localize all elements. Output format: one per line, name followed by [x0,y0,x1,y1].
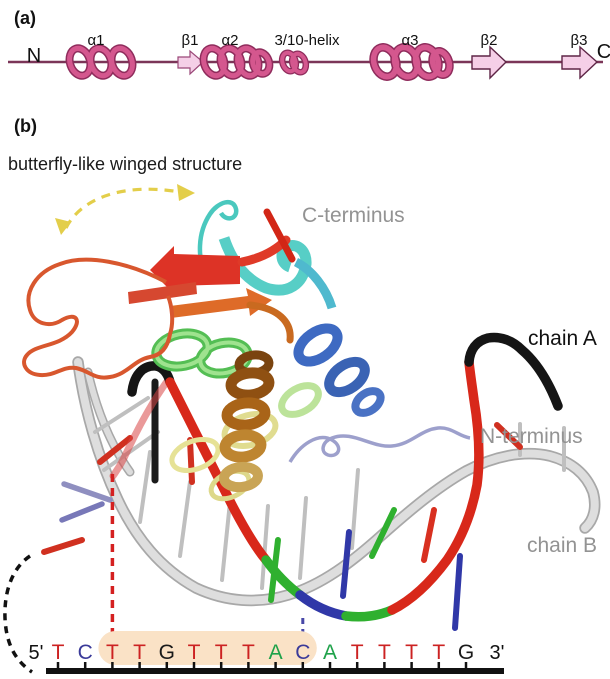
base-letter: C [78,641,93,664]
winged-beta-sheet [22,235,294,380]
panel-a-label: (a) [14,8,36,28]
n-terminus-label: N-terminus [480,425,583,448]
c-terminus-label: C-terminus [302,204,405,227]
chain-b-label: chain B [527,534,597,557]
base-letter: G [159,641,175,664]
strand-beta1 [177,49,204,76]
panel-b-structure: (b) butterfly-like winged structure [3,116,601,674]
dna-chain-b [59,356,601,607]
label-310helix: 3/10-helix [274,32,340,49]
strand-beta2 [471,45,508,80]
helix-alpha2 [199,44,274,80]
n-terminal-label: N [27,45,41,67]
c-terminal-label: C [597,41,610,63]
alpha3-recognition-helix [219,350,275,493]
label-alpha2: α2 [221,32,238,49]
helix-alpha1 [65,44,137,80]
label-alpha1: α1 [87,32,104,49]
label-beta3: β3 [571,32,588,49]
base-letter: T [133,641,146,664]
red-arrow-strand [150,246,240,294]
base-letter: T [351,641,364,664]
base-letter: A [323,641,337,664]
base-letter: G [458,641,474,664]
base-letter: A [269,641,283,664]
c-terminus-stick [263,208,296,263]
dashed-bracket [3,554,33,674]
base-letter: T [106,641,119,664]
strand-beta3 [561,45,599,80]
three-prime-label: 3' [490,642,505,664]
red-strand-band [128,282,197,304]
helix-310 [278,49,310,76]
n-terminal-coil [288,426,471,463]
base-letter: T [215,641,228,664]
panel-b-label: (b) [14,116,37,136]
panel-a-topology: (a) N C [8,8,610,81]
label-beta1: β1 [182,32,199,49]
sequence-highlight [98,631,317,665]
label-alpha3: α3 [401,32,418,49]
orange-arrow-strand [170,288,272,318]
chain-a-label: chain A [528,327,597,350]
arrowhead-right-icon [177,184,195,201]
butterfly-caption: butterfly-like winged structure [8,154,242,174]
base-letter: T [405,641,418,664]
wing-loop [22,257,175,380]
arrowhead-left-icon [55,218,71,235]
base-letter: T [242,641,255,664]
base-letter: T [188,641,201,664]
yellow-helix [169,411,279,502]
sequence-ticks [56,662,468,669]
panel-a-labels: α1 β1 α2 3/10-helix α3 β2 β3 [87,32,587,49]
label-beta2: β2 [481,32,498,49]
base-letter: T [378,641,391,664]
base-letter: T [432,641,445,664]
base-letter: T [52,641,65,664]
blue-helix [293,323,385,417]
five-prime-label: 5' [29,642,44,664]
motion-arrow [55,184,195,235]
helix-alpha3 [369,43,454,81]
base-letter: C [295,641,310,664]
cyan-ribbon [197,199,337,310]
chain-b-purple-sticks [59,481,113,523]
